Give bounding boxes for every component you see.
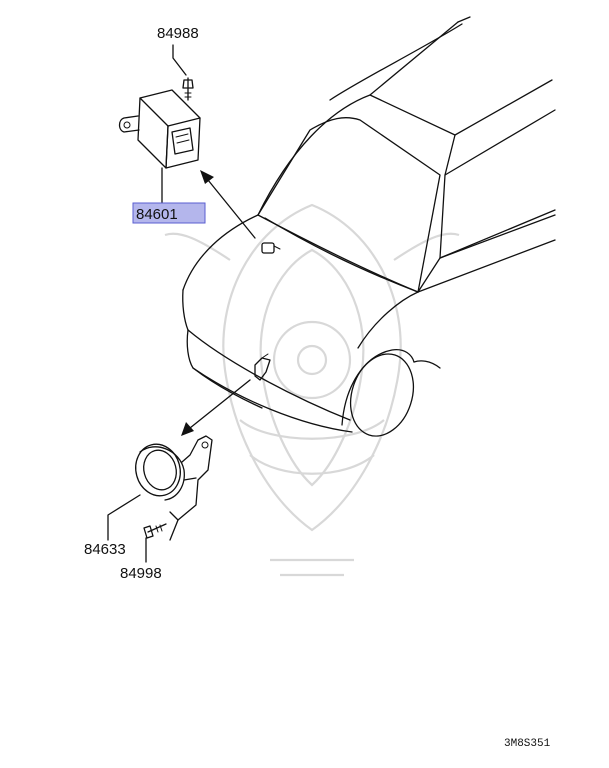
part-label-84988[interactable]: 84988: [157, 25, 199, 42]
part-label-84601[interactable]: 84601: [136, 206, 178, 223]
diagram-code: 3M8S351: [504, 738, 551, 750]
watermark-emblem: [164, 203, 460, 577]
pointer-arrow-lower: [181, 379, 251, 436]
part-label-84998[interactable]: 84998: [120, 565, 162, 582]
horn-drawing: [107, 435, 213, 563]
pointer-arrow-upper: [200, 170, 256, 239]
control-unit-drawing: [118, 44, 201, 204]
vehicle-outline: [182, 16, 556, 437]
part-label-84601-highlight[interactable]: 84601: [132, 202, 206, 224]
part-label-84633[interactable]: 84633: [84, 541, 126, 558]
